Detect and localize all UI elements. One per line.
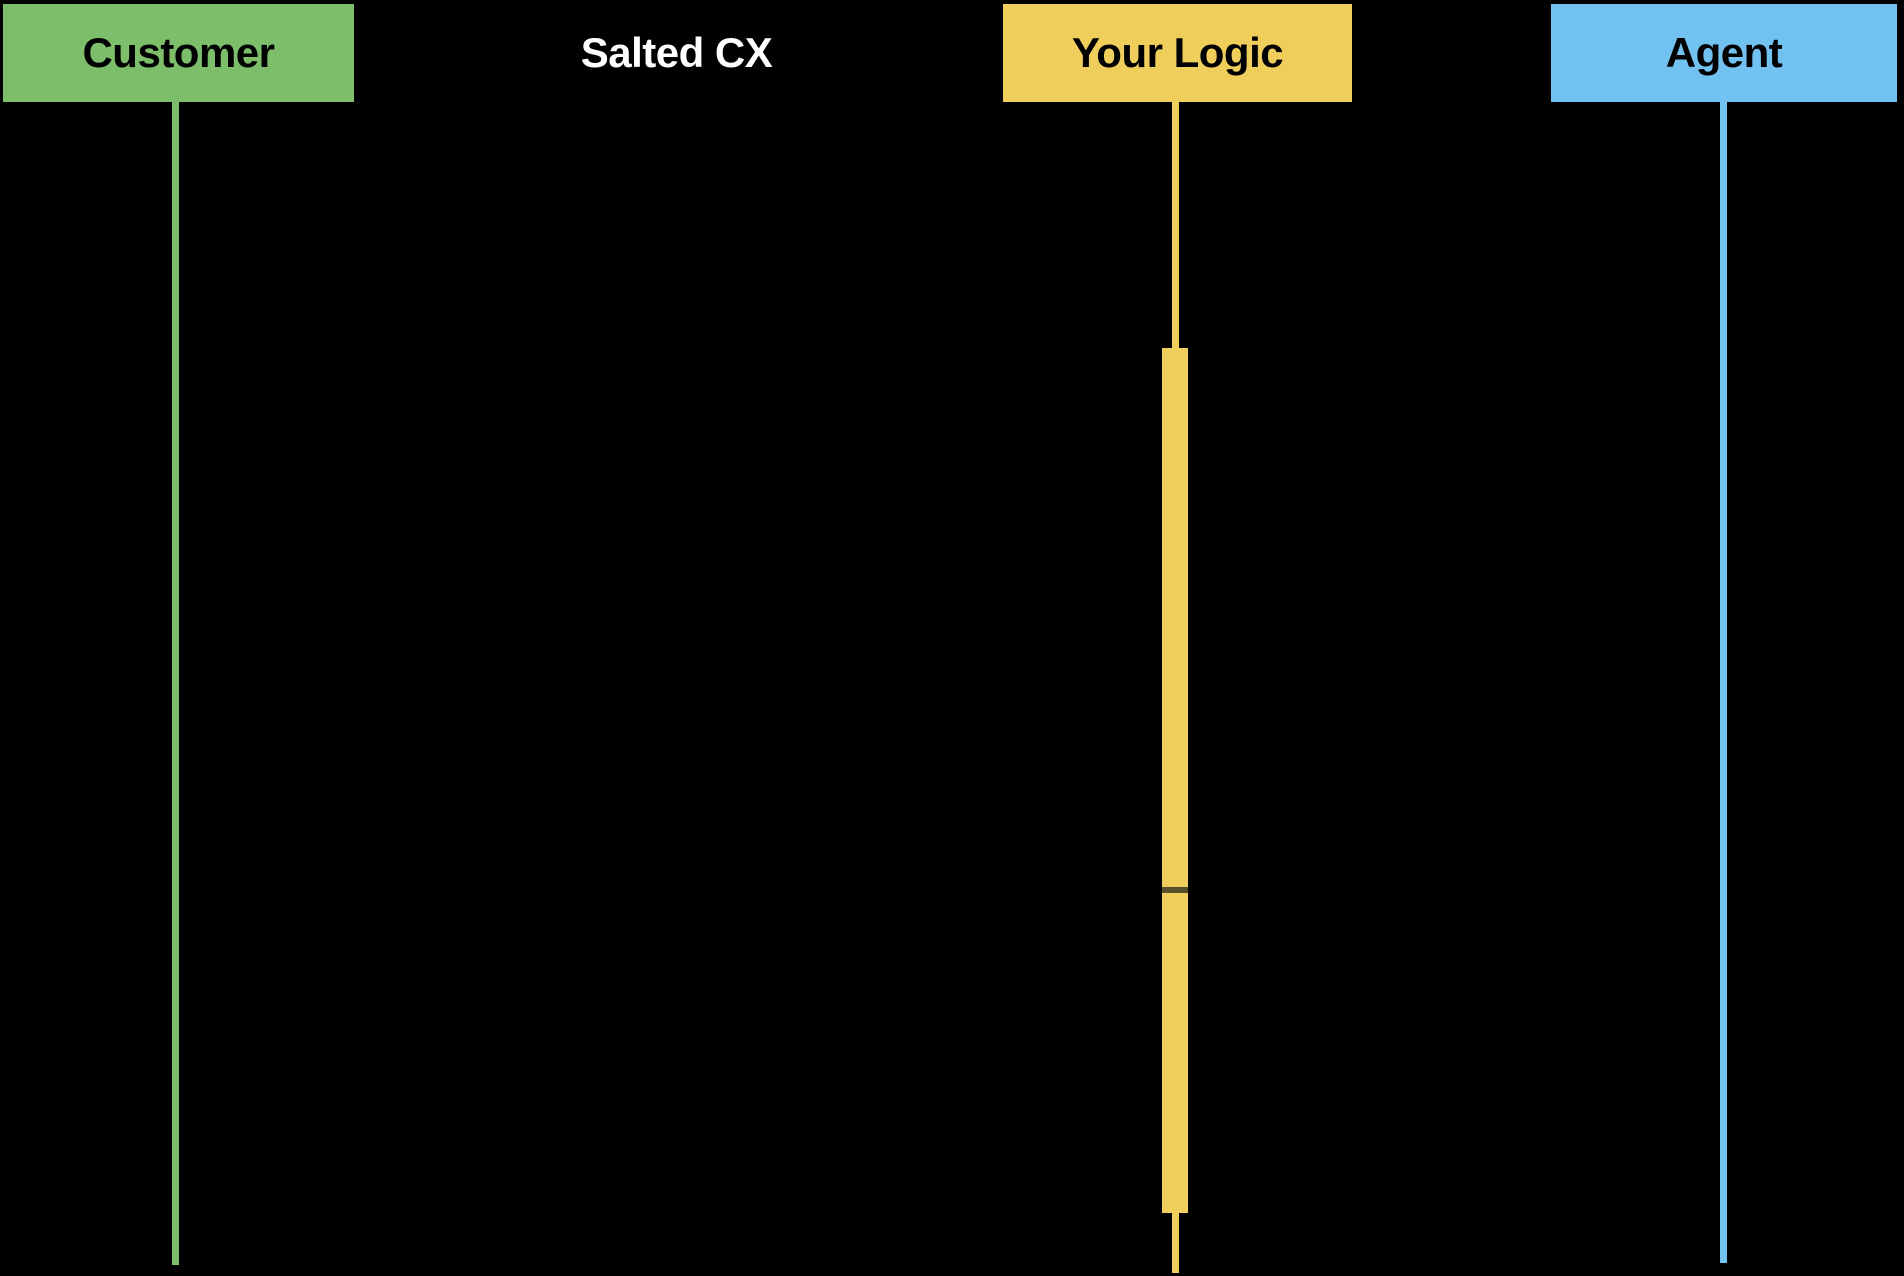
actor-label-agent: Agent (1665, 29, 1783, 76)
lifeline-customer (172, 102, 179, 1265)
actor-label-your-logic: Your Logic (1071, 29, 1284, 76)
actor-box-customer: Customer (3, 4, 354, 102)
lifeline-salted-cx (673, 102, 680, 1265)
actor-label-customer: Customer (82, 29, 275, 76)
activation-bar-your-logic (1162, 348, 1188, 1213)
lifeline-agent (1720, 102, 1727, 1263)
actor-box-salted-cx: Salted CX (501, 4, 852, 102)
actor-label-salted-cx: Salted CX (580, 29, 773, 76)
activation-divider (1162, 887, 1188, 893)
actor-box-agent: Agent (1551, 4, 1897, 102)
actor-box-your-logic: Your Logic (1003, 4, 1352, 102)
